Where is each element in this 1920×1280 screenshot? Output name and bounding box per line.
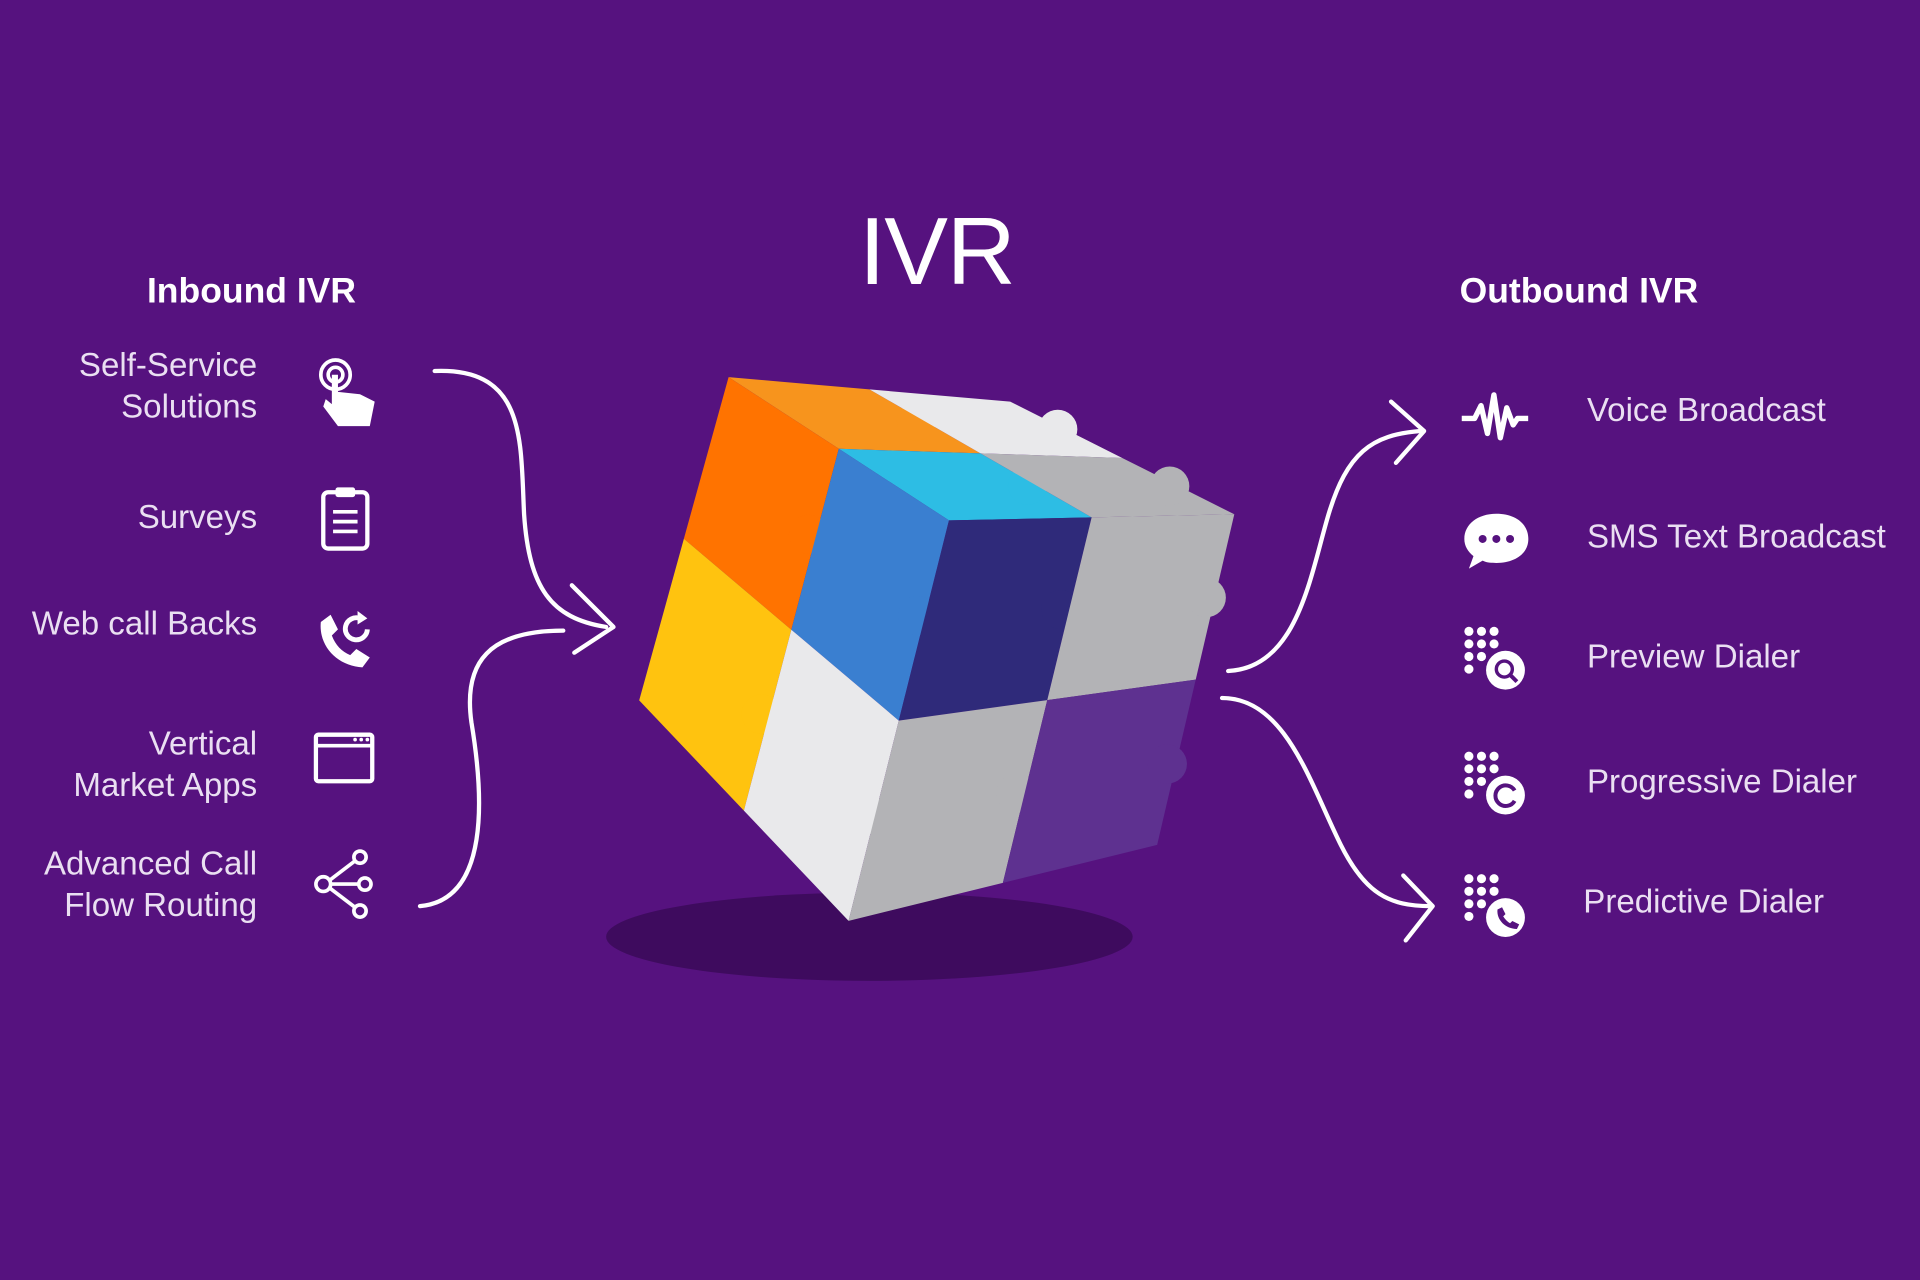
outbound-item-predictive-dialer: Predictive Dialer <box>1583 882 1824 920</box>
outbound-heading: Outbound IVR <box>1459 271 1699 312</box>
inbound-heading: Inbound IVR <box>146 271 357 312</box>
puzzle-knob <box>1186 578 1226 618</box>
outbound-arrow-top <box>1226 428 1423 674</box>
cube-piece-left <box>683 377 839 630</box>
clipboard-icon <box>321 487 370 551</box>
cube-piece-right <box>1002 679 1196 883</box>
outbound-arrowhead-bottom <box>1401 873 1435 943</box>
cube-piece-right <box>848 700 1048 921</box>
item-label: Advanced Call <box>43 844 258 882</box>
puzzle-knob <box>1038 409 1078 449</box>
puzzle-cube <box>639 377 1235 921</box>
outbound-item-voice-broadcast: Voice Broadcast <box>1586 391 1826 429</box>
app-window-icon <box>313 732 375 784</box>
dialpad-phone-icon <box>1464 874 1525 937</box>
cube-piece-right <box>1047 514 1235 701</box>
item-label: Web call Backs <box>31 604 258 642</box>
chat-bubble-icon <box>1464 513 1529 569</box>
cube-piece-left <box>639 538 792 811</box>
cube-piece-left <box>743 629 899 921</box>
item-label: Solutions <box>121 388 258 425</box>
outbound-item-sms-broadcast: SMS Text Broadcast <box>1586 517 1886 555</box>
inbound-arrow-top <box>432 368 609 630</box>
item-label: Market Apps <box>73 766 258 804</box>
sound-wave-icon <box>1461 392 1529 441</box>
inbound-item-web-callbacks: Web call Backs <box>32 602 257 644</box>
cube-shadow <box>606 892 1133 981</box>
puzzle-knob <box>1147 744 1187 784</box>
inbound-item-surveys: Surveys <box>138 496 257 538</box>
item-label: Self-Service <box>78 346 258 384</box>
outbound-item-preview-dialer: Preview Dialer <box>1586 637 1801 675</box>
outbound-arrowhead-top <box>1388 399 1427 466</box>
inbound-arrow-bottom <box>417 628 566 909</box>
item-label: Flow Routing <box>64 886 258 924</box>
inbound-arrowhead <box>569 583 616 655</box>
item-label: Vertical <box>148 724 258 762</box>
cube-piece-right <box>898 517 1092 721</box>
share-routing-icon <box>314 849 373 919</box>
item-label: Surveys <box>137 498 258 536</box>
page-title: IVR <box>858 197 1016 305</box>
touch-hand-icon <box>318 358 375 427</box>
outbound-arrow-bottom <box>1219 695 1433 909</box>
puzzle-knob <box>1150 466 1190 506</box>
cube-piece-left <box>791 448 949 721</box>
phone-callback-icon <box>320 611 370 668</box>
dialpad-refresh-icon <box>1464 751 1525 815</box>
outbound-item-progressive-dialer: Progressive Dialer <box>1586 762 1858 800</box>
dialpad-search-icon <box>1464 626 1525 690</box>
